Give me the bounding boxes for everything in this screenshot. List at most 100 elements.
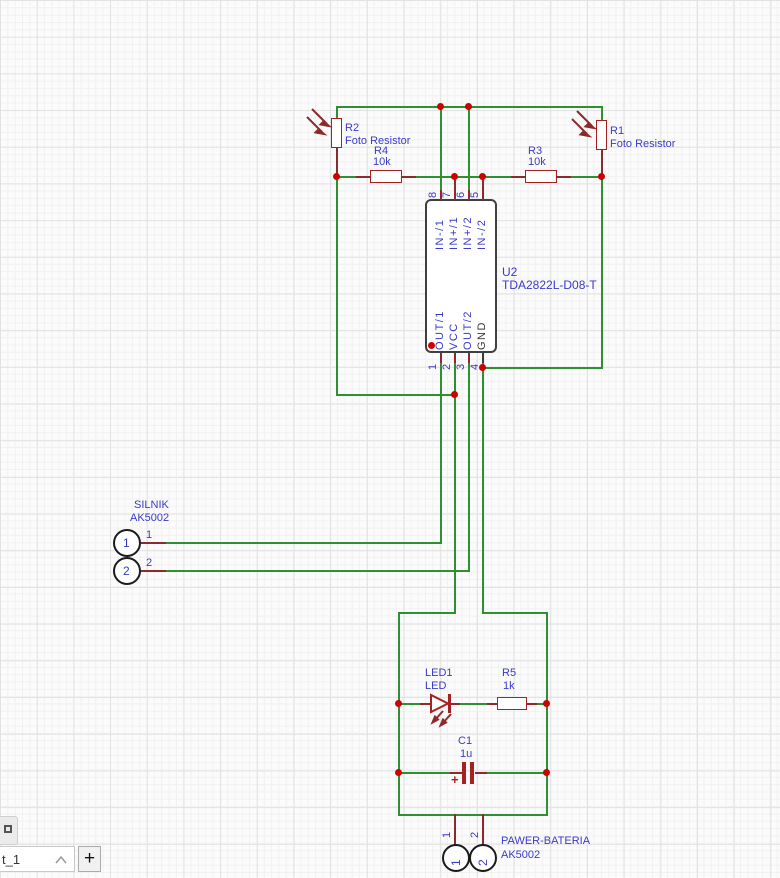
silnik-pin1-circle[interactable]	[113, 529, 141, 557]
sheet-tab-label: t_1	[2, 852, 21, 867]
junction-dot	[395, 700, 402, 707]
resistor-r3-body[interactable]	[525, 170, 557, 183]
r5-value[interactable]: 1k	[503, 680, 515, 692]
stub-bateria-2	[482, 814, 484, 845]
stub-r3-left	[511, 176, 525, 178]
resistor-r4-body[interactable]	[370, 170, 402, 183]
wire-right-vertical[interactable]	[601, 176, 603, 369]
c1-value[interactable]: 1u	[460, 748, 473, 760]
silnik-name[interactable]: SILNIK	[134, 499, 169, 511]
wire-block-left[interactable]	[398, 612, 400, 816]
u2-ref[interactable]: U2	[502, 265, 518, 279]
bateria-name[interactable]: PAWER-BATERIA	[501, 835, 591, 847]
pin-name: IN+/1	[448, 215, 460, 250]
u2-part[interactable]: TDA2822L-D08-T	[502, 278, 597, 292]
photoresistor-r1-body[interactable]	[596, 120, 607, 150]
sheet-tab[interactable]: t_1	[0, 846, 75, 872]
wire-block-top-right[interactable]	[482, 612, 548, 614]
silnik-pin2-circle[interactable]	[113, 557, 141, 585]
wire-vcc-link[interactable]	[336, 394, 456, 396]
wire-r1-top[interactable]	[601, 106, 603, 120]
light-arrows-r2-icon	[306, 108, 333, 136]
r2-ref[interactable]: R2	[345, 122, 360, 134]
bateria-pin-label: 2	[469, 830, 481, 838]
light-arrows-r1-icon	[571, 110, 598, 138]
pin-number: 5	[469, 190, 481, 198]
bateria-part[interactable]: AK5002	[501, 849, 541, 861]
wire-silnik-1[interactable]	[166, 542, 442, 544]
r5-ref[interactable]: R5	[502, 667, 517, 679]
bateria-pin1-circle[interactable]	[442, 844, 470, 872]
bateria-pin2-circle[interactable]	[469, 844, 497, 872]
stub-led-cathode	[450, 703, 460, 705]
junction-dot	[543, 769, 550, 776]
junction-dot	[598, 173, 605, 180]
r4-value[interactable]: 10k	[373, 156, 391, 168]
pin-name: VCC	[448, 322, 460, 350]
square-icon	[4, 825, 12, 833]
pin-number: 3	[455, 362, 467, 370]
stub-pin2	[454, 353, 456, 363]
r4-ref[interactable]: R4	[374, 145, 389, 157]
stub-r1-bottom	[601, 150, 603, 178]
stub-r5-left	[487, 703, 497, 705]
led1-value[interactable]: LED	[425, 680, 447, 692]
stub-pin8	[440, 190, 442, 200]
wire-out1-drop[interactable]	[440, 362, 442, 544]
wire-left-vertical[interactable]	[336, 176, 338, 396]
junction-dot	[451, 391, 458, 398]
add-sheet-button[interactable]: +	[78, 846, 101, 872]
canvas-tool-button[interactable]	[0, 816, 18, 845]
wire-block-top-left[interactable]	[398, 612, 456, 614]
wire-vcc-drop[interactable]	[454, 362, 456, 614]
wire-r2-top[interactable]	[336, 106, 338, 118]
pin-name: GND	[476, 321, 488, 350]
pin-name: OUT/2	[462, 310, 474, 350]
resistor-r5-body[interactable]	[497, 697, 527, 710]
junction-dot	[479, 173, 486, 180]
junction-dot	[479, 364, 486, 371]
wire-pin8-drop[interactable]	[440, 106, 442, 190]
photoresistor-r2-body[interactable]	[331, 118, 342, 148]
stub-c1-left	[450, 772, 462, 774]
wire-led-row-a[interactable]	[398, 703, 420, 705]
pin-name: IN+/2	[462, 215, 474, 250]
led1-ref[interactable]: LED1	[425, 667, 453, 679]
stub-pin7	[454, 178, 456, 200]
r3-value[interactable]: 10k	[528, 156, 546, 168]
r1-ref[interactable]: R1	[610, 125, 625, 137]
pin-number: 8	[427, 190, 439, 198]
stub-pin3	[468, 353, 470, 363]
led1-symbol[interactable]	[429, 690, 457, 730]
wire-led-row-c[interactable]	[537, 703, 548, 705]
wire-cap-row-a[interactable]	[398, 772, 450, 774]
c1-plate-right[interactable]	[470, 762, 474, 784]
stub-pin6	[468, 190, 470, 200]
c1-ref[interactable]: C1	[458, 735, 473, 747]
wire-out2-drop[interactable]	[468, 362, 470, 572]
junction-dot	[543, 700, 550, 707]
stub-r4-right	[402, 176, 416, 178]
stub-c1-right	[475, 772, 487, 774]
wire-led-row-b[interactable]	[460, 703, 487, 705]
r1-value[interactable]: Foto Resistor	[610, 138, 676, 150]
wire-silnik-2[interactable]	[166, 570, 470, 572]
ic-u2-body[interactable]	[425, 199, 497, 353]
wire-block-right[interactable]	[546, 612, 548, 816]
wire-gnd-link[interactable]	[483, 367, 603, 369]
stub-led-anode	[420, 703, 431, 705]
chevron-up-icon[interactable]	[54, 855, 68, 865]
wire-block-bottom[interactable]	[398, 814, 548, 816]
pin-number: 7	[441, 190, 453, 198]
silnik-part[interactable]: AK5002	[130, 512, 170, 524]
wire-cap-row-b[interactable]	[487, 772, 548, 774]
wire-pin6-drop[interactable]	[468, 106, 470, 190]
wire-gnd-drop[interactable]	[482, 362, 484, 614]
junction-dot	[451, 173, 458, 180]
r3-ref[interactable]: R3	[528, 145, 543, 157]
stub-r2-bottom	[336, 146, 338, 178]
r2-value[interactable]: Foto Resistor	[345, 135, 411, 147]
c1-plate-left[interactable]	[462, 762, 466, 784]
bateria-circle-label: 1	[449, 857, 463, 866]
